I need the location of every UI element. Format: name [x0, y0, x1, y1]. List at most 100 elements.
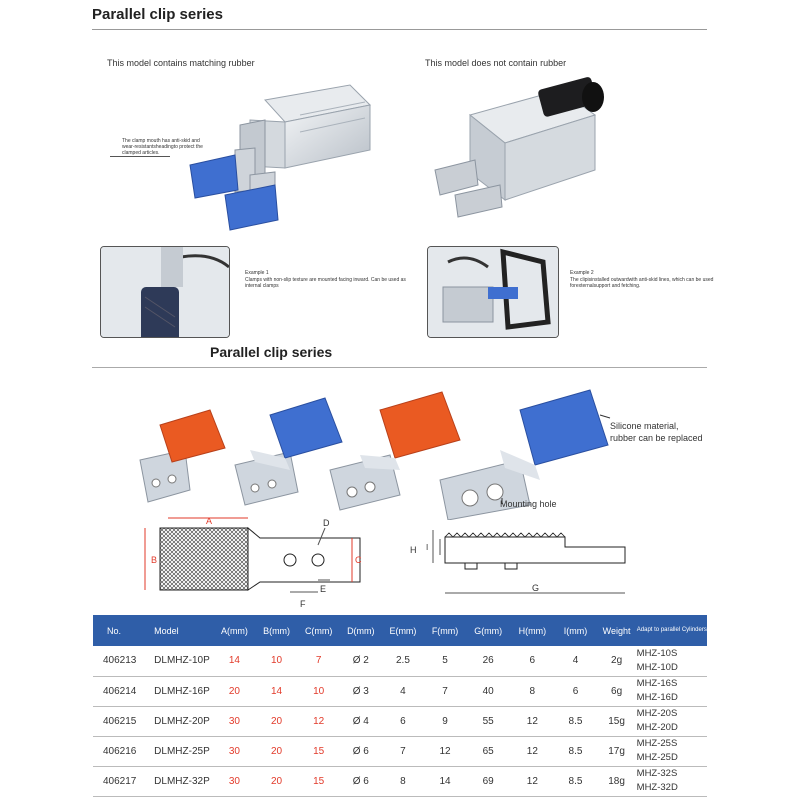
example1-title: Example 1: [245, 270, 269, 276]
col-a: A(mm): [213, 615, 256, 646]
col-b: B(mm): [255, 615, 298, 646]
cell-b: 10: [255, 646, 298, 677]
cell-e: 8: [381, 766, 424, 797]
example1-text: Clamps with non-slip texture are mounted…: [245, 277, 406, 289]
cell-c: 15: [297, 736, 340, 767]
col-no: No.: [93, 615, 149, 646]
clip-pads-image: [139, 389, 611, 520]
cell-adapt-s: MHZ-20S: [636, 708, 678, 719]
col-e: E(mm): [381, 615, 424, 646]
example2-image: [427, 246, 559, 338]
dim-f-label: F: [300, 599, 306, 609]
gripper-with-rubber-image: [189, 84, 372, 231]
cell-h: 6: [510, 646, 555, 677]
cell-g: 40: [466, 676, 511, 707]
cell-adapt-d: MHZ-20D: [636, 722, 678, 733]
clip-pad-blue-large: [439, 389, 609, 520]
clamp-note-leader: [110, 156, 170, 157]
cell-adapt-s: MHZ-32S: [636, 768, 678, 779]
cell-a: 30: [213, 766, 256, 797]
cell-d: Ø 2: [339, 646, 382, 677]
cell-f: 5: [424, 646, 467, 677]
cell-g: 65: [466, 736, 511, 767]
left-caption: This model contains matching rubber: [107, 58, 255, 68]
clip-pad-orange-large: [329, 391, 461, 511]
cell-adapt-s: MHZ-10S: [636, 647, 678, 659]
example2-text: The clipisinstalled outwardwith anti-ski…: [570, 277, 714, 289]
cell-d: Ø 6: [339, 766, 382, 797]
cell-e: 4: [381, 676, 424, 707]
cell-g: 26: [466, 646, 511, 677]
cell-adapt-s: MHZ-25S: [636, 738, 678, 749]
cell-d: Ø 4: [339, 706, 382, 737]
cell-h: 8: [510, 676, 555, 707]
dim-g-label: G: [532, 583, 539, 593]
cell-no: 406215: [93, 706, 149, 737]
cell-e: 6: [381, 706, 424, 737]
cell-e: 2.5: [381, 646, 424, 677]
cell-adapt: MHZ-20S MHZ-20D: [636, 706, 707, 737]
cell-f: 7: [424, 676, 467, 707]
cell-c: 7: [297, 646, 340, 677]
clip-pad-blue: [234, 397, 343, 506]
cell-model: DLMHZ-25P: [148, 736, 214, 767]
col-g: G(mm): [466, 615, 511, 646]
cell-d: Ø 6: [339, 736, 382, 767]
cell-i: 4: [554, 646, 597, 677]
cell-a: 30: [213, 736, 256, 767]
example1-image: [100, 246, 230, 338]
dim-b-label: B: [151, 555, 157, 565]
dim-h-label: H: [410, 545, 417, 555]
side-view-drawing: H I G: [410, 530, 626, 594]
cell-b: 14: [255, 676, 298, 707]
cell-b: 20: [255, 736, 298, 767]
cell-f: 9: [424, 706, 467, 737]
cell-w: 2g: [596, 646, 637, 677]
cell-no: 406214: [93, 676, 149, 707]
cell-adapt: MHZ-10S MHZ-10D: [636, 646, 707, 677]
cell-no: 406213: [93, 646, 149, 677]
silicone-callout: Silicone material, rubber can be replace…: [610, 421, 703, 443]
gripper-without-rubber-image: [434, 77, 604, 218]
col-adapt: Adapt to parallel Cylinders: [636, 615, 707, 646]
col-f: F(mm): [424, 615, 467, 646]
col-h: H(mm): [510, 615, 555, 646]
right-caption: This model does not contain rubber: [425, 58, 567, 68]
cell-a: 14: [213, 646, 256, 677]
col-c: C(mm): [297, 615, 340, 646]
dim-e-label: E: [320, 584, 326, 594]
top-view-drawing: A B C D E F: [144, 516, 362, 609]
cell-b: 20: [255, 706, 298, 737]
section-divider: [92, 367, 707, 368]
cell-g: 55: [466, 706, 511, 737]
cell-f: 14: [424, 766, 467, 797]
dim-i-label: I: [426, 543, 428, 552]
cell-c: 12: [297, 706, 340, 737]
table-header-row: No. Model A(mm) B(mm) C(mm) D(mm) E(mm) …: [93, 615, 707, 646]
col-i: I(mm): [554, 615, 597, 646]
spec-table: No. Model A(mm) B(mm) C(mm) D(mm) E(mm) …: [93, 615, 707, 797]
col-d: D(mm): [339, 615, 382, 646]
cell-no: 406216: [93, 736, 149, 767]
cell-adapt-s: MHZ-16S: [636, 678, 678, 689]
cell-w: 6g: [596, 676, 637, 707]
cell-h: 12: [510, 736, 555, 767]
cell-f: 12: [424, 736, 467, 767]
cell-a: 20: [213, 676, 256, 707]
cell-adapt-d: MHZ-10D: [636, 661, 678, 673]
cell-model: DLMHZ-10P: [148, 646, 214, 677]
cell-h: 12: [510, 706, 555, 737]
dim-a-label: A: [206, 516, 212, 526]
cell-c: 10: [297, 676, 340, 707]
cell-c: 15: [297, 766, 340, 797]
cell-h: 12: [510, 766, 555, 797]
cell-no: 406217: [93, 766, 149, 797]
